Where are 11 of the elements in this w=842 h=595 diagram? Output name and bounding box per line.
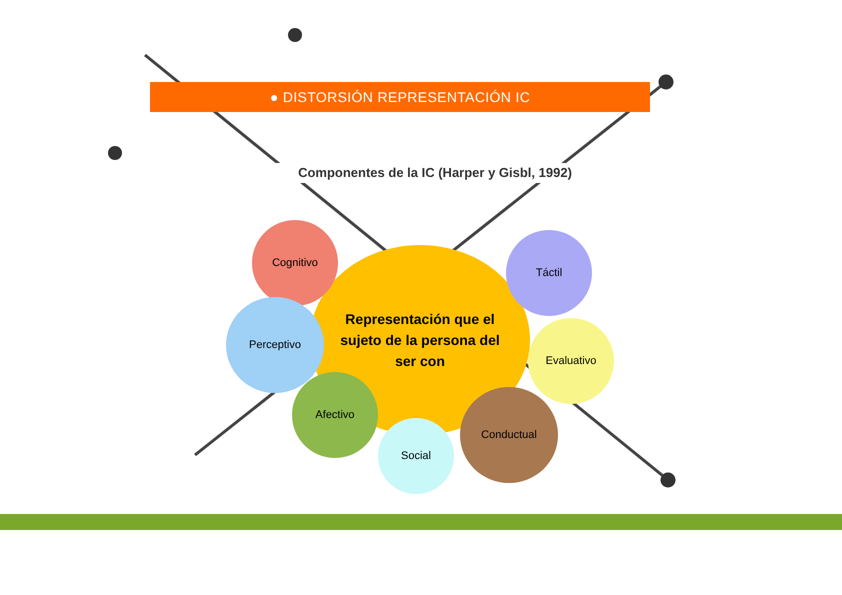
node-label: ● DISTORSIÓN REPRESENTACIÓN IC: [270, 88, 530, 106]
node-label: Táctil: [536, 266, 562, 281]
node-label: Evaluativo: [546, 354, 596, 369]
footer-band: [0, 514, 842, 530]
node-label: Perceptivo: [249, 338, 301, 353]
node-label: Representación que el sujeto de la persona del ser con: [339, 310, 501, 370]
node-label: Social: [401, 448, 431, 464]
node-label: Afectivo: [315, 408, 355, 423]
heading-bar: [150, 82, 650, 112]
node-label: Cognitivo: [272, 256, 318, 271]
node-label: Conductual: [481, 428, 537, 443]
